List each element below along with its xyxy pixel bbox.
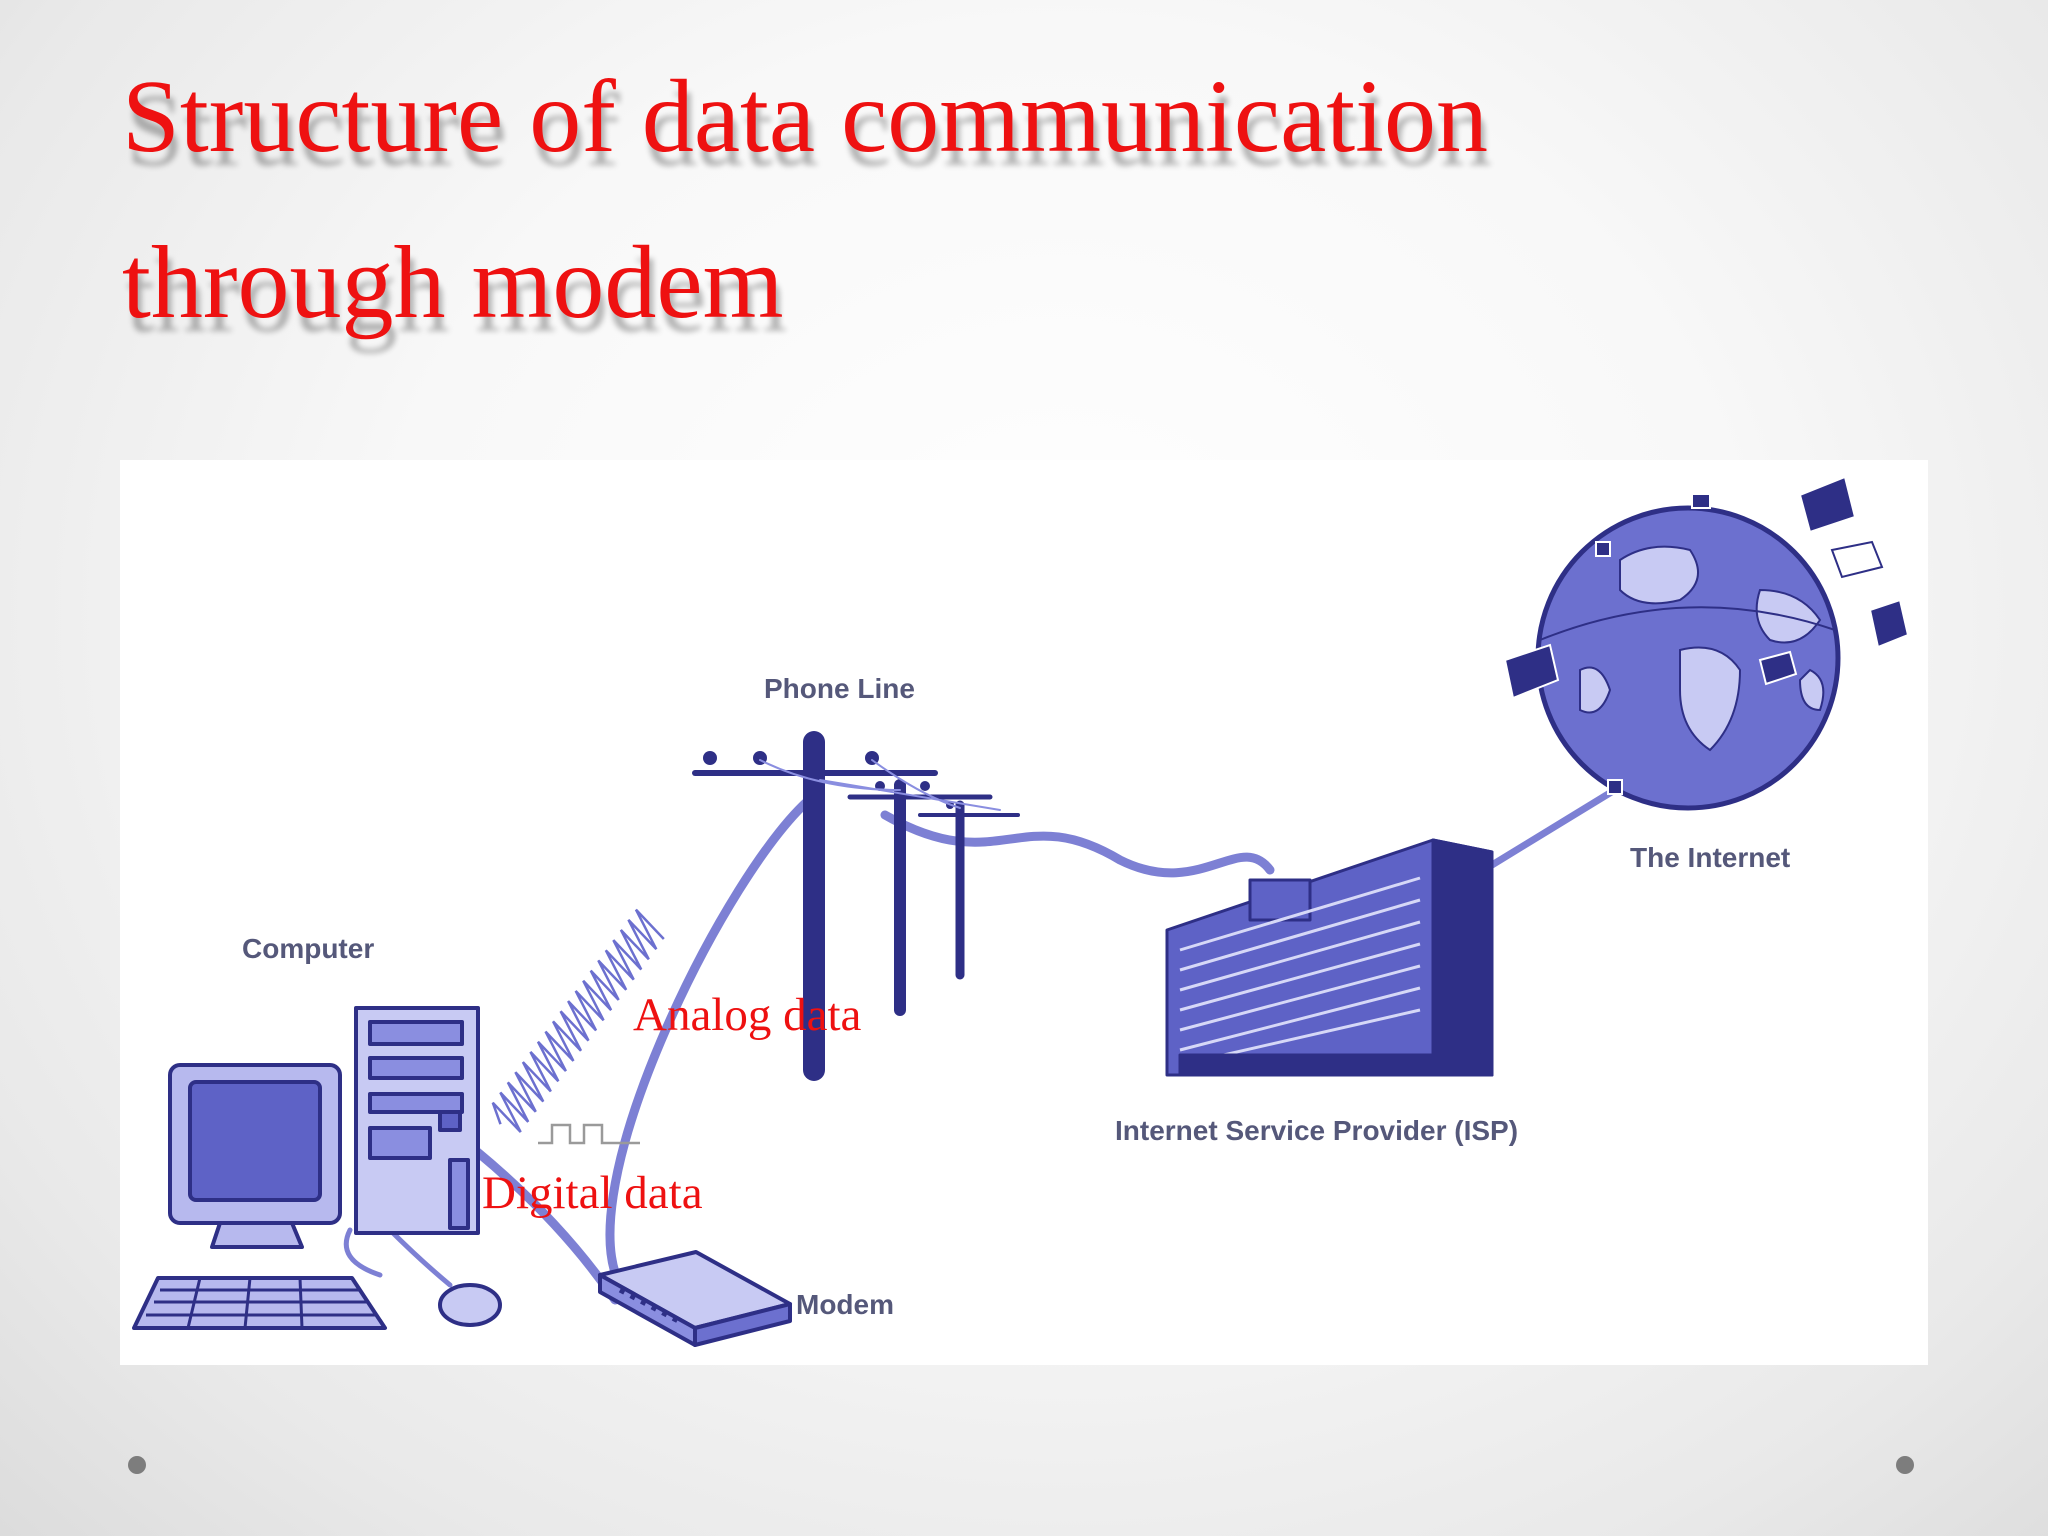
globe-computer-icon-2 bbox=[1798, 475, 1857, 534]
slide-title-line-1: Structure of data communication bbox=[122, 59, 1489, 174]
slide-title: Structure of data communication through … bbox=[122, 34, 1822, 366]
label-computer: Computer bbox=[242, 933, 374, 964]
isp-to-internet-cable bbox=[1488, 784, 1622, 869]
internet-globe-icon bbox=[1535, 505, 1841, 811]
computer-to-mouse-cable bbox=[387, 1227, 453, 1288]
modem-icon bbox=[598, 1250, 792, 1347]
globe-computer-icon-7 bbox=[1607, 779, 1623, 795]
tower-button bbox=[438, 1110, 462, 1132]
computer-icon bbox=[132, 1006, 502, 1330]
globe-continents bbox=[1579, 545, 1825, 752]
slide-title-line-2: through modem bbox=[122, 225, 784, 340]
pole-to-isp-cable bbox=[880, 810, 1275, 878]
globe-computer-icon-6 bbox=[1595, 541, 1611, 557]
globe-arc bbox=[1539, 606, 1836, 641]
monitor-stand bbox=[210, 1221, 304, 1249]
tower-panel bbox=[368, 1126, 432, 1160]
label-modem: Modem bbox=[796, 1289, 894, 1320]
modem-side bbox=[693, 1302, 792, 1347]
phone-line-poles bbox=[692, 731, 1020, 1081]
globe-computer-icon-4 bbox=[1758, 650, 1798, 686]
keyboard-keys bbox=[146, 1277, 376, 1329]
left-bullet-icon bbox=[128, 1456, 146, 1474]
phone-wires bbox=[759, 759, 1001, 811]
label-isp: Internet Service Provider (ISP) bbox=[1115, 1115, 1518, 1146]
insulators bbox=[703, 751, 954, 809]
globe-computer-desk bbox=[1830, 540, 1884, 579]
tower-drive-1 bbox=[368, 1020, 464, 1046]
right-bullet-icon bbox=[1896, 1456, 1914, 1474]
computer-to-keyboard-cable bbox=[343, 1227, 383, 1278]
analog-data-label: Analog data bbox=[633, 989, 862, 1041]
isp-building-icon bbox=[1165, 838, 1494, 1077]
tower-drive-2 bbox=[368, 1056, 464, 1080]
globe-computer-icon-1 bbox=[1503, 643, 1560, 700]
label-phone-line: Phone Line bbox=[764, 673, 915, 704]
building-base bbox=[1178, 1053, 1482, 1077]
digital-wave-icon bbox=[538, 1123, 640, 1145]
globe-computers bbox=[1503, 475, 1910, 795]
building-windows bbox=[1179, 876, 1421, 1067]
globe-computer-icon-3 bbox=[1868, 598, 1910, 649]
building-side bbox=[1431, 838, 1494, 1077]
modem-to-pole-cable bbox=[605, 790, 820, 1303]
mouse bbox=[438, 1283, 502, 1327]
network-diagram: Computer Phone Line Modem Internet Servi… bbox=[132, 475, 1910, 1347]
monitor-screen bbox=[188, 1080, 322, 1202]
diagram-panel: Computer Phone Line Modem Internet Servi… bbox=[120, 460, 1928, 1365]
label-internet: The Internet bbox=[1630, 842, 1790, 873]
digital-data-label: Digital data bbox=[482, 1167, 703, 1219]
tower-base-grille bbox=[448, 1158, 470, 1230]
globe-computer-icon-5 bbox=[1691, 493, 1711, 509]
analog-wave-icon bbox=[491, 908, 665, 1133]
tower-drive-3 bbox=[368, 1092, 464, 1114]
